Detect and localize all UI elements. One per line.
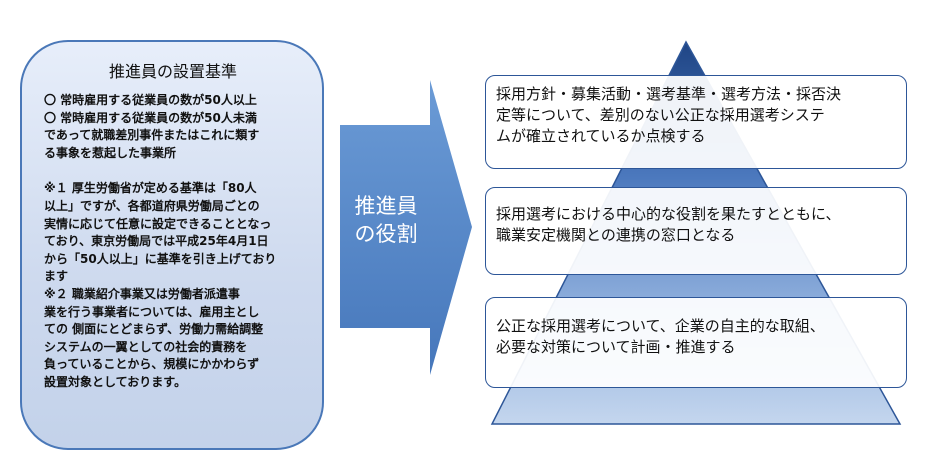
note-line: ※２ 職業紹介事業又は労働者派遣事 [44, 286, 240, 301]
note-line: 設置対象としております。 [44, 374, 187, 389]
note-line: 負っていることから、規模にかかわらず [44, 357, 260, 372]
note-line: から「50人以上」に基準を引き上げており [44, 251, 277, 266]
criteria-line: であって就職差別事件またはこれに類す [44, 128, 260, 143]
criteria-line: る事象を惹起した事業所 [44, 145, 177, 160]
role-line: ムが確立されているか点検する [496, 127, 706, 145]
role-box-planning: 公正な採用選考について、企業の自主的な取組、 必要な対策について計画・推進する [485, 297, 907, 388]
setup-criteria-panel: 推進員の設置基準 〇 常時雇用する従業員の数が50人以上 〇 常時雇用する従業員… [20, 40, 324, 450]
role-line: 職業安定機関との連携の窓口となる [496, 226, 736, 244]
criteria-line: 〇 常時雇用する従業員の数が50人未満 [44, 110, 257, 125]
panel-title: 推進員の設置基準 [108, 62, 237, 81]
role-line: 必要な対策について計画・推進する [496, 338, 736, 356]
note-line: 実情に応じて任意に設定できることとなっ [44, 216, 272, 231]
spacer [44, 162, 302, 180]
role-line: 定等について、差別のない公正な採用選考システ [496, 106, 825, 124]
note-line: 業を行う事業者については、雇用主とし [44, 304, 260, 319]
role-line: 採用選考における中心的な役割を果たすとともに、 [496, 205, 841, 223]
arrow-label: 推進員 の役割 [344, 192, 428, 248]
note-line: ており、東京労働局では平成25年4月1日 [44, 234, 269, 249]
role-line: 採用方針・募集活動・選考基準・選考方法・採否決 [496, 85, 842, 103]
note-line: ※１ 厚生労働省が定める基準は「80人 [44, 181, 257, 196]
note-line: システムの一翼としての社会的責務を [44, 339, 248, 354]
note-line: 以上」ですが、各都道府県労働局ごとの [44, 198, 260, 213]
role-box-inspect: 採用方針・募集活動・選考基準・選考方法・採否決 定等について、差別のない公正な採… [485, 75, 907, 169]
note-line: ての 側面にとどまらず、労働力需給調整 [44, 322, 264, 337]
role-arrow-shape [340, 80, 472, 375]
criteria-line: 〇 常時雇用する従業員の数が50人以上 [44, 93, 257, 107]
arrow-label-line: 推進員 [354, 194, 418, 218]
note-line: ます [44, 269, 69, 284]
role-box-liaison: 採用選考における中心的な役割を果たすとともに、 職業安定機関との連携の窓口となる [485, 187, 907, 275]
arrow-label-line: の役割 [354, 222, 418, 246]
role-line: 公正な採用選考について、企業の自主的な取組、 [496, 317, 825, 335]
